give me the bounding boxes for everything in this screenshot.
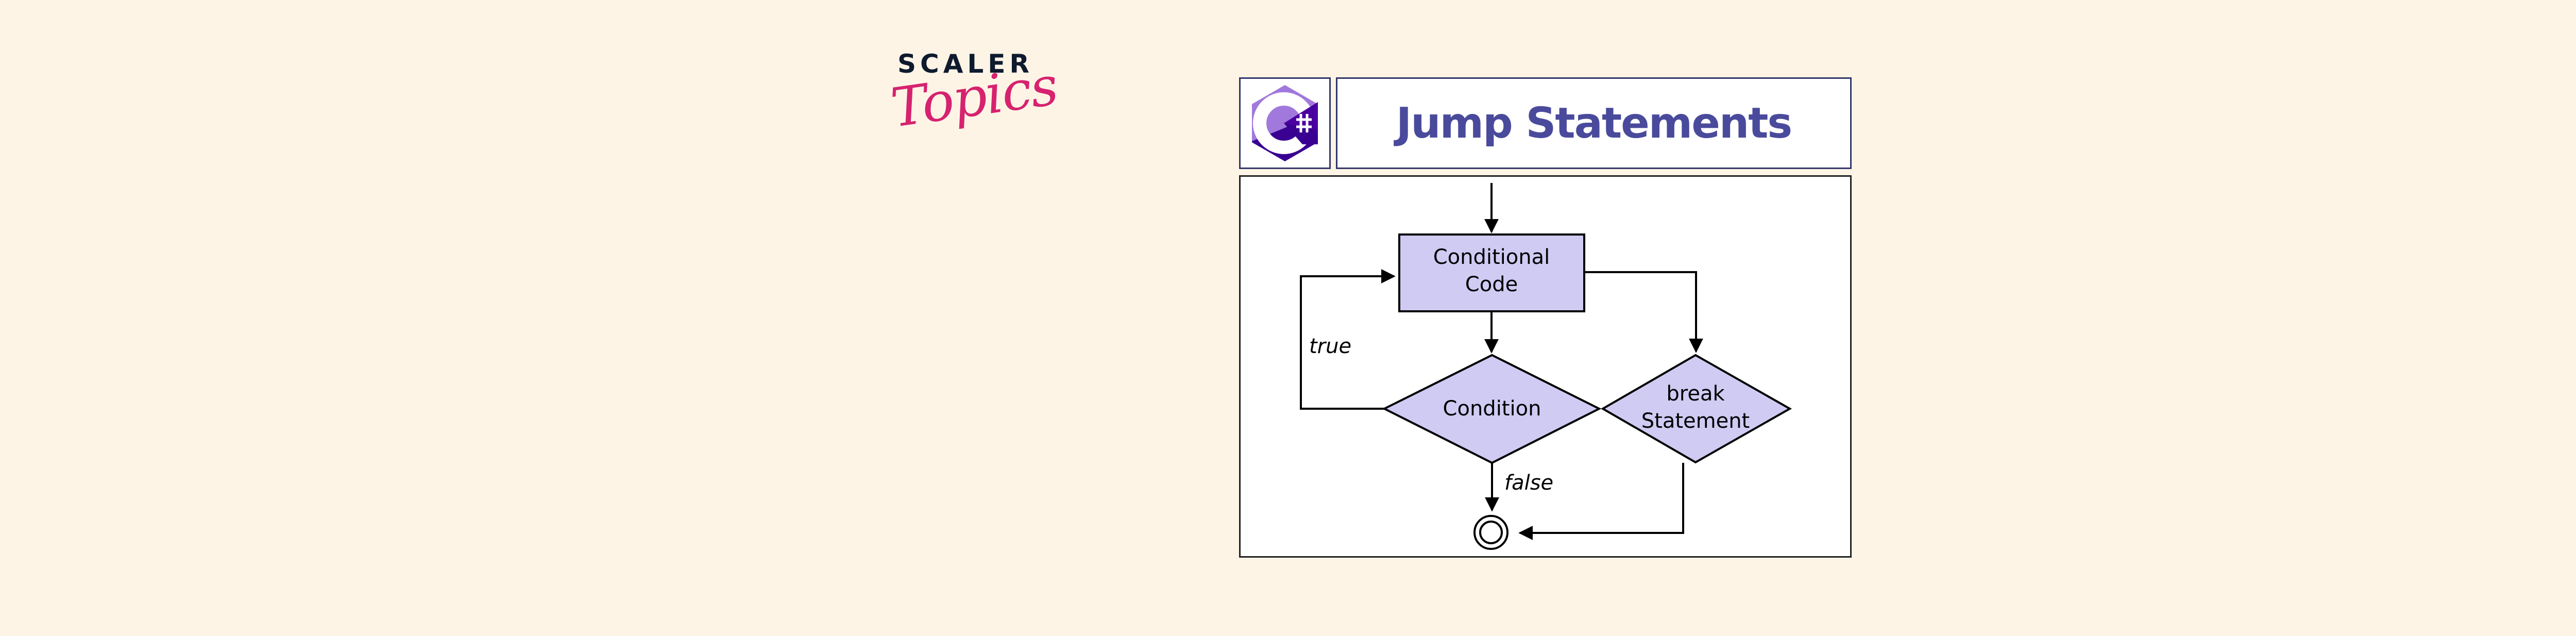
- node-conditional-code: [1398, 233, 1585, 312]
- scaler-topics-logo: SCALER Topics: [887, 49, 1061, 152]
- node-break-label-line1: break: [1666, 382, 1725, 406]
- edge-label-true: true: [1309, 334, 1351, 358]
- title-banner: Jump Statements: [1336, 77, 1852, 169]
- node-conditional-code-label-line1: Conditional: [1433, 245, 1550, 269]
- edge-label-false: false: [1504, 471, 1553, 495]
- node-break-label-line2: Statement: [1641, 409, 1750, 433]
- flowchart-panel: [1239, 175, 1852, 558]
- csharp-logo-icon: [1252, 85, 1318, 161]
- csharp-icon-box: [1239, 77, 1331, 169]
- edge-conditional-code-to-break: [1584, 271, 1703, 353]
- edge-condition-true-loop: [1300, 269, 1396, 410]
- edge-break-to-end: [1518, 463, 1684, 540]
- page-title: Jump Statements: [1396, 98, 1792, 148]
- node-end-final-state: [1473, 515, 1509, 550]
- node-condition-label: Condition: [1443, 397, 1541, 421]
- logo-scaler-text: SCALER: [897, 49, 1033, 79]
- node-conditional-code-label-line2: Code: [1465, 273, 1518, 296]
- node-break-statement: [1601, 354, 1792, 464]
